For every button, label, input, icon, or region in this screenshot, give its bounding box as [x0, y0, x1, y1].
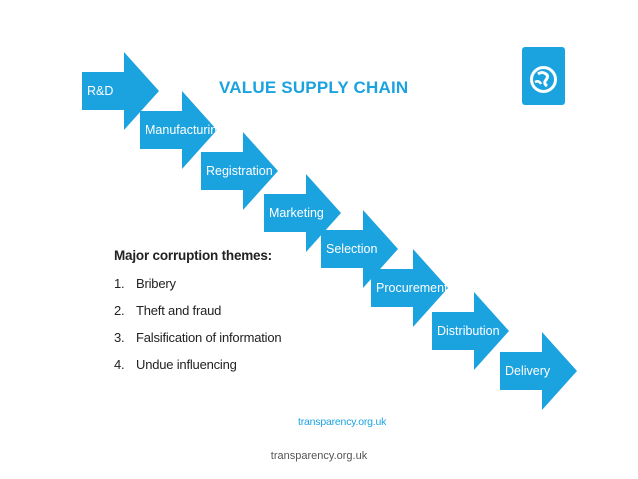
chain-step-label: Marketing [269, 206, 324, 220]
list-item: 2. Theft and fraud [114, 303, 221, 318]
chain-step-label: Procurement [376, 281, 448, 295]
page-title: VALUE SUPPLY CHAIN [219, 78, 409, 97]
caption: transparency.org.uk [270, 450, 368, 462]
list-item-label: Bribery [136, 276, 176, 291]
themes-heading: Major corruption themes: [114, 248, 272, 263]
arrow-shape [371, 249, 448, 327]
chain-step-label: R&D [87, 84, 114, 98]
globe-icon [530, 66, 557, 93]
list-item-label: Undue influencing [136, 357, 237, 372]
arrow-path [371, 249, 448, 327]
list-item: 3. Falsification of information [114, 330, 282, 345]
arrow-shape [82, 52, 159, 130]
chain-step-label: Distribution [437, 324, 500, 338]
list-item: 4. Undue influencing [114, 357, 237, 372]
arrow-shape [140, 91, 217, 169]
list-item-number: 4. [114, 357, 125, 372]
arrow-path [432, 292, 509, 370]
arrow-path [500, 332, 577, 410]
arrow-path [82, 52, 159, 130]
chain-step-label: Manufacturing [145, 123, 225, 137]
list-item: 1. Bribery [114, 276, 176, 291]
arrow-shape [432, 292, 509, 370]
site-link[interactable]: transparency.org.uk [298, 416, 387, 428]
chain-step-label: Delivery [505, 364, 551, 378]
list-item-number: 3. [114, 330, 125, 345]
list-item-number: 2. [114, 303, 125, 318]
transparency-logo [522, 47, 565, 105]
arrow-path [201, 132, 278, 210]
arrow-shape [201, 132, 278, 210]
list-item-label: Falsification of information [136, 330, 282, 345]
arrow-shape [321, 210, 398, 288]
chain-step-label: Registration [206, 164, 273, 178]
arrow-path [140, 91, 217, 169]
arrow-shape [500, 332, 577, 410]
list-item-number: 1. [114, 276, 125, 291]
arrow-path [321, 210, 398, 288]
chain-step-label: Selection [326, 242, 378, 256]
list-item-label: Theft and fraud [136, 303, 222, 318]
